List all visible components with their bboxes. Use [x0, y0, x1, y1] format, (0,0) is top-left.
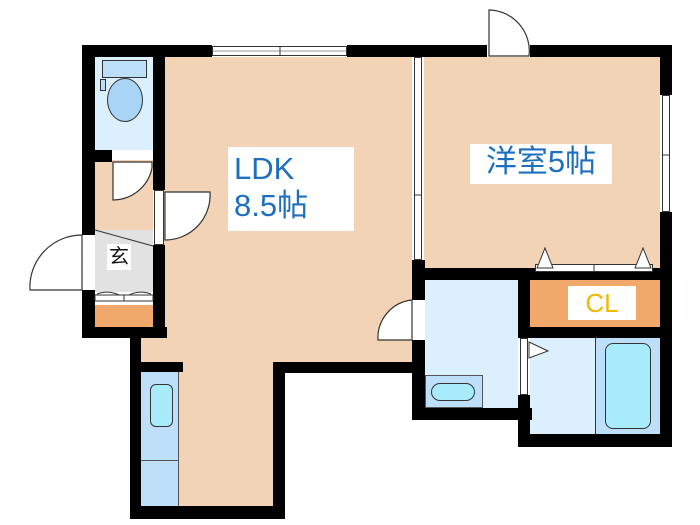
door-washroom-opening — [413, 300, 423, 340]
wall-ldk-notch-v — [273, 362, 285, 519]
wall-ldk-notch-h — [273, 362, 425, 373]
wall-washroom-left — [412, 340, 425, 420]
western-room-label: 洋室5帖 — [470, 144, 612, 184]
entrance-name: 玄 — [109, 246, 129, 268]
window-western-right — [662, 95, 670, 212]
toilet-tank — [102, 60, 147, 78]
door-entrance-opening — [83, 235, 94, 290]
wall-toilet-bottom — [82, 150, 112, 162]
wall-hall-right — [153, 245, 165, 338]
door-bath-opening — [520, 338, 528, 395]
bathtub-icon — [605, 343, 651, 429]
wall-toilet-right — [153, 45, 165, 190]
wall-left-lower — [82, 290, 95, 338]
wall-right-upper — [660, 45, 672, 95]
closet-name: CL — [585, 288, 619, 318]
shoe-cabinet — [95, 305, 153, 327]
ldk-label: LDK 8.5帖 — [228, 147, 354, 231]
wall-washroom-bottom — [412, 408, 532, 420]
kitchen-sink-icon — [150, 384, 173, 427]
kitchen-counter-divider — [141, 460, 179, 461]
wall-left-outer — [82, 45, 95, 235]
wall-washroom-right — [518, 268, 530, 338]
ldk-name: LDK — [234, 151, 295, 186]
toilet-paper — [100, 79, 106, 91]
ldk-size: 8.5帖 — [234, 187, 309, 223]
wall-kitchen-left — [130, 327, 141, 519]
entrance-label: 玄 — [107, 244, 131, 270]
western-room-name: 洋室5帖 — [485, 144, 597, 179]
wall-kitchen-top — [130, 362, 183, 372]
wall-bath-bottom — [518, 434, 672, 447]
wall-top-left — [82, 45, 212, 57]
closet-label: CL — [568, 286, 636, 320]
wall-entrance-bottom — [82, 327, 167, 338]
wall-ldk-western — [412, 45, 424, 57]
toilet-bowl — [107, 78, 143, 122]
wall-closet-bottom — [518, 327, 672, 338]
wall-right-lower — [660, 212, 672, 447]
wall-top-right — [530, 45, 672, 57]
washbasin-icon — [431, 383, 475, 401]
sliding-door-ldk-western — [414, 57, 422, 260]
wall-bottom — [130, 506, 285, 519]
door-ldk-hall-opening — [154, 190, 164, 245]
